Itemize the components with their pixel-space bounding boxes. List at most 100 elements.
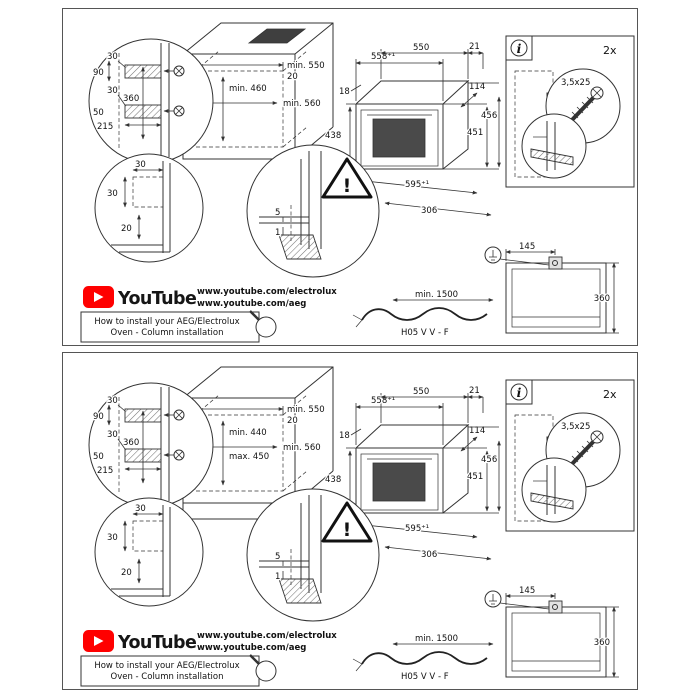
screw-icon xyxy=(163,65,185,77)
dim-50: 50 xyxy=(93,452,104,462)
cabinet-height-dim-1: min. 440 xyxy=(229,428,267,438)
dim-438: 438 xyxy=(325,475,341,485)
dim-90: 90 xyxy=(93,412,104,422)
bracket-section xyxy=(278,234,322,260)
oven-door-window xyxy=(372,118,426,158)
magnifier-icon xyxy=(249,310,277,338)
earth-clamp-icon xyxy=(484,246,502,264)
svg-text:i: i xyxy=(517,41,522,56)
bracket-section xyxy=(278,578,322,604)
youtube-wordmark: YouTube xyxy=(117,289,197,309)
cabinet-height-dim-1: min. 460 xyxy=(229,84,267,94)
youtube-url-aeg: www.youtube.com/aeg xyxy=(197,643,306,653)
dim-5: 5 xyxy=(275,208,280,218)
installation-panel: min. 550 20 min. 560 min. 460 558⁺¹ 550 xyxy=(62,8,638,346)
cable-clamp xyxy=(548,256,563,270)
mounting-screws-info: i 2x 3,5x25 xyxy=(505,379,635,532)
dim-oven-width: 558⁺¹ xyxy=(371,52,395,62)
youtube-wordmark: YouTube xyxy=(117,633,197,653)
dim-50: 50 xyxy=(93,108,104,118)
screw-icon xyxy=(163,105,185,117)
dim-145: 145 xyxy=(519,586,535,596)
dim-114: 114 xyxy=(469,82,485,92)
hob-on-worktop xyxy=(247,28,307,44)
oven-drawing: 558⁺¹ 550 21 18 438 114 451 456 595⁺¹ xyxy=(324,41,501,217)
dim-18: 18 xyxy=(339,87,350,97)
installation-drawing: min. 550 20 min. 560 min. 440 max. 450 5… xyxy=(80,366,635,687)
dim-30-top: 30 xyxy=(107,52,118,62)
cabinet-depth-dim: min. 560 xyxy=(283,443,321,453)
info-icon: i xyxy=(510,39,528,57)
screw-count: 2x xyxy=(603,388,617,401)
bracket-engagement-detail xyxy=(530,121,574,171)
cabinet-drawing: min. 550 20 min. 560 min. 460 xyxy=(182,22,334,160)
cable-type: H05 V V - F xyxy=(401,328,449,338)
youtube-section: YouTube www.youtube.com/electrolux www.y… xyxy=(80,630,339,687)
cable-clamp xyxy=(548,600,563,614)
dim-1: 1 xyxy=(275,228,280,238)
magnifier-icon xyxy=(249,654,277,682)
dim-30-height: 30 xyxy=(107,189,118,199)
dim-20: 20 xyxy=(121,224,132,234)
installation-panel: min. 550 20 min. 560 min. 440 max. 450 5… xyxy=(62,352,638,690)
dim-30-width: 30 xyxy=(135,504,146,514)
cabinet-width-dim: min. 550 xyxy=(287,61,325,71)
dim-306: 306 xyxy=(421,550,437,560)
youtube-url-aeg: www.youtube.com/aeg xyxy=(197,299,306,309)
bracket-zoom-circle xyxy=(521,113,587,179)
screw-detail: 3,5x25 xyxy=(559,77,604,133)
youtube-url-electrolux: www.youtube.com/electrolux xyxy=(197,287,337,297)
dim-451: 451 xyxy=(467,128,483,138)
dim-360-depth: 360 xyxy=(594,638,610,648)
howto-title-line1: How to install your AEG/Electrolux xyxy=(94,317,239,327)
howto-title-line2: Oven - Column installation xyxy=(111,672,224,682)
screw-detail: 3,5x25 xyxy=(559,421,604,477)
dim-5: 5 xyxy=(275,552,280,562)
cabinet-gap-dim: 20 xyxy=(287,72,298,82)
bracket-zoom-circle xyxy=(521,457,587,523)
cabinet-height-dim-2: max. 450 xyxy=(229,452,269,462)
dim-306: 306 xyxy=(421,206,437,216)
cabinet-depth-dim: min. 560 xyxy=(283,99,321,109)
howto-box: How to install your AEG/Electrolux Oven … xyxy=(80,654,277,687)
power-cable-drawing: min. 1500 H05 V V - F xyxy=(352,289,494,339)
dim-18: 18 xyxy=(339,431,350,441)
dim-215: 215 xyxy=(97,122,113,132)
earth-clamp-icon xyxy=(484,590,502,608)
oven-topview: 145 360 xyxy=(484,585,619,678)
dim-oven-width: 558⁺¹ xyxy=(371,396,395,406)
oven-door-window xyxy=(372,462,426,502)
dim-595: 595⁺¹ xyxy=(405,524,429,534)
youtube-url-electrolux: www.youtube.com/electrolux xyxy=(197,631,337,641)
dim-114: 114 xyxy=(469,426,485,436)
dim-30-top: 30 xyxy=(107,396,118,406)
screw-count: 2x xyxy=(603,44,617,57)
installation-drawing: min. 550 20 min. 560 min. 460 558⁺¹ 550 xyxy=(80,22,635,343)
youtube-section: YouTube www.youtube.com/electrolux www.y… xyxy=(80,286,339,343)
dim-215: 215 xyxy=(97,466,113,476)
dim-30-width: 30 xyxy=(135,160,146,170)
dim-360: 360 xyxy=(123,438,139,448)
dim-145: 145 xyxy=(519,242,535,252)
screw-icon xyxy=(163,449,185,461)
shelf-section-detail: 5 1 ! xyxy=(246,144,380,278)
dim-30-height: 30 xyxy=(107,533,118,543)
bracket-mount-detail: 90 360 30 30 50 215 xyxy=(88,38,214,164)
dim-30-mid: 30 xyxy=(107,430,118,440)
corner-gap-detail: 30 30 20 xyxy=(94,153,204,263)
mounting-screws-info: i 2x 3,5x25 xyxy=(505,35,635,188)
power-cable-drawing: min. 1500 H05 V V - F xyxy=(352,633,494,683)
warning-exclamation: ! xyxy=(343,175,352,197)
cable-min-length: min. 1500 xyxy=(415,634,458,644)
screw-icon xyxy=(163,409,185,421)
bracket-mount-detail: 90 360 30 30 50 215 xyxy=(88,382,214,508)
oven-drawing: 558⁺¹ 550 21 18 438 114 451 456 595⁺¹ xyxy=(324,385,501,561)
youtube-logo: YouTube xyxy=(83,630,198,653)
howto-title-line1: How to install your AEG/Electrolux xyxy=(94,661,239,671)
svg-text:i: i xyxy=(517,385,522,400)
warning-icon: ! xyxy=(321,157,373,199)
dim-456: 456 xyxy=(481,455,497,465)
dim-595: 595⁺¹ xyxy=(405,180,429,190)
dim-top-550: 550 xyxy=(413,43,429,53)
